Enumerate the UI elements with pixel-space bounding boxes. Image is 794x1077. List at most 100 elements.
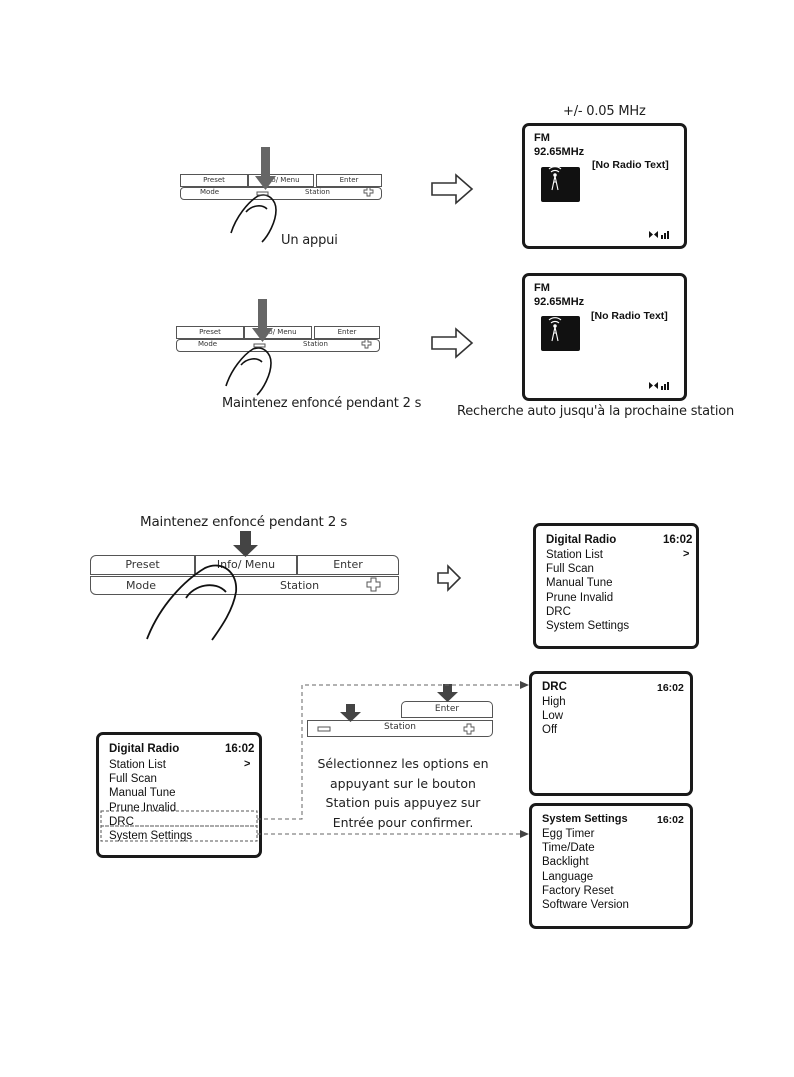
menu-item[interactable]: Backlight	[542, 856, 589, 869]
mode-label[interactable]: Mode	[126, 579, 156, 592]
menu-item[interactable]: Software Version	[542, 899, 629, 912]
menu-item[interactable]: Prune Invalid	[109, 801, 177, 814]
signal-strength-icon	[649, 231, 669, 239]
station-label[interactable]: Station	[303, 340, 328, 348]
connector-drc	[257, 684, 520, 820]
minus-icon	[317, 726, 331, 732]
system-settings-highlight	[100, 825, 258, 842]
right-arrow-icon	[431, 173, 474, 205]
clock: 16:02	[657, 682, 684, 694]
right-arrow-icon	[431, 327, 474, 359]
band-label: FM	[534, 132, 550, 144]
tolerance-label: +/- 0.05 MHz	[563, 104, 646, 119]
fm-screen-1: FM 92.65MHz [No Radio Text]	[522, 123, 687, 249]
down-arrow-icon	[340, 704, 361, 722]
enter-button[interactable]: Enter	[316, 174, 382, 187]
clock: 16:02	[225, 743, 255, 755]
radio-antenna-icon	[548, 317, 562, 342]
drc-highlight	[100, 810, 258, 827]
menu-item[interactable]: High	[542, 696, 566, 708]
menu-title: Digital Radio	[109, 743, 180, 755]
mode-label[interactable]: Mode	[200, 188, 220, 196]
radio-antenna-icon	[541, 316, 580, 351]
instruction-line: appuyant sur le bouton	[330, 775, 476, 791]
lower-bar	[180, 187, 382, 200]
menu-item[interactable]: System Settings	[109, 830, 193, 843]
radio-text: [No Radio Text]	[592, 159, 669, 171]
radio-antenna-icon	[548, 166, 562, 191]
menu-item[interactable]: Station List	[109, 759, 166, 771]
finger-icon	[146, 564, 237, 641]
preset-button[interactable]: Preset	[90, 555, 195, 575]
instruction-line: Sélectionnez les options en	[317, 756, 489, 771]
caption-long-press: Maintenez enfoncé pendant 2 s	[222, 396, 422, 411]
menu-item[interactable]: Egg Timer	[542, 828, 595, 840]
menu-item[interactable]: Full Scan	[546, 563, 594, 576]
station-label[interactable]: Station	[384, 722, 416, 732]
caption-short-press: Un appui	[281, 233, 338, 248]
mode-label[interactable]: Mode	[198, 340, 218, 348]
plus-icon	[363, 186, 374, 197]
down-arrow-icon	[437, 684, 458, 702]
menu-item[interactable]: Low	[542, 710, 564, 723]
info-menu-button[interactable]: Info/ Menu	[195, 555, 297, 575]
radio-text: [No Radio Text]	[591, 310, 668, 322]
system-settings-screen: System Settings 16:02 Egg Timer Time/Dat…	[529, 803, 693, 929]
caption-auto-search: Recherche auto jusqu'à la prochaine stat…	[457, 404, 735, 419]
clock: 16:02	[663, 534, 693, 546]
signal-strength-icon	[649, 382, 669, 390]
enter-button[interactable]: Enter	[314, 326, 380, 339]
menu-list: Station List Full Scan Manual Tune Prune…	[109, 758, 192, 843]
menu-title: System Settings	[542, 813, 628, 825]
menu-item[interactable]: Prune Invalid	[546, 591, 614, 604]
preset-button[interactable]: Preset	[176, 326, 244, 339]
minus-icon	[253, 343, 266, 348]
menu-list: Station List Full Scan Manual Tune Prune…	[546, 548, 629, 633]
frequency-label: 92.65MHz	[534, 296, 585, 308]
arrowhead-icon	[520, 830, 529, 838]
menu-item[interactable]: Manual Tune	[109, 787, 176, 800]
menu-title: Digital Radio	[546, 534, 617, 546]
menu-item[interactable]: DRC	[546, 605, 571, 618]
radio-antenna-icon	[541, 167, 580, 202]
menu-item[interactable]: Manual Tune	[546, 577, 613, 590]
down-arrow-icon	[252, 299, 273, 342]
station-label[interactable]: Station	[280, 579, 320, 592]
plus-icon	[366, 577, 381, 592]
menu-item[interactable]: Time/Date	[542, 842, 595, 855]
plus-icon	[361, 338, 372, 349]
instruction-line: Station puis appuyez sur	[325, 795, 481, 810]
lower-bar	[90, 576, 399, 595]
down-arrow-icon	[255, 147, 276, 190]
menu-item[interactable]: DRC	[109, 815, 134, 828]
caption-hold-menu: Maintenez enfoncé pendant 2 s	[140, 514, 348, 530]
digital-radio-menu-screen-left: Digital Radio 16:02 > Station List Full …	[96, 732, 262, 858]
station-label[interactable]: Station	[305, 188, 330, 196]
menu-item[interactable]: Factory Reset	[542, 884, 614, 897]
menu-item[interactable]: Off	[542, 724, 558, 737]
instruction-line: Entrée pour confirmer.	[332, 814, 474, 830]
menu-item[interactable]: Language	[542, 870, 594, 883]
menu-item[interactable]: Station List	[546, 549, 603, 561]
submenu-arrow: >	[244, 758, 251, 770]
right-arrow-icon	[437, 564, 462, 592]
fm-screen-2: FM 92.65MHz [No Radio Text]	[522, 273, 687, 401]
finger-icon	[230, 194, 277, 243]
menu-item[interactable]: System Settings	[546, 620, 630, 633]
minus-icon	[256, 191, 269, 196]
instruction-text: Sélectionnez les options en appuyant sur…	[303, 754, 503, 832]
preset-button[interactable]: Preset	[180, 174, 248, 187]
digital-radio-menu-screen: Digital Radio 16:02 > Station List Full …	[533, 523, 699, 649]
lower-bar	[176, 339, 380, 352]
down-arrow-icon	[233, 531, 258, 557]
arrowhead-icon	[520, 681, 529, 689]
menu-item[interactable]: Full Scan	[109, 773, 157, 786]
menu-title: DRC	[542, 681, 567, 693]
finger-icon	[225, 347, 272, 396]
enter-button[interactable]: Enter	[297, 555, 399, 575]
frequency-label: 92.65MHz	[534, 146, 585, 158]
drc-menu-screen: DRC 16:02 High Low Off	[529, 671, 693, 796]
submenu-arrow: >	[683, 548, 690, 560]
lower-bar	[307, 720, 493, 737]
